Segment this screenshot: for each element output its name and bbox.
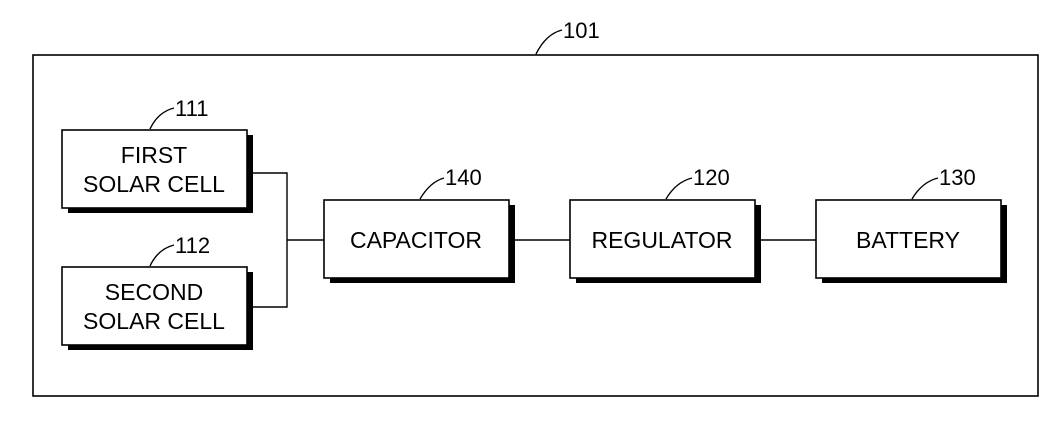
regulator-block: REGULATOR xyxy=(569,199,761,283)
first-solar-cell-ref-leader xyxy=(149,107,175,130)
battery-ref-leader xyxy=(911,177,939,200)
container-ref-leader xyxy=(535,29,563,55)
system-container-box xyxy=(32,54,1039,397)
solar-cells-connector xyxy=(247,172,324,308)
container-ref-101: 101 xyxy=(563,18,600,43)
battery-label: BATTERY xyxy=(856,227,960,253)
capacitor-box xyxy=(323,199,510,279)
first-solar-cell-label-line1: FIRST xyxy=(121,142,187,168)
second-solar-cell-ref-112: 112 xyxy=(175,233,210,258)
first-solar-cell-ref-111: 111 xyxy=(175,96,208,121)
battery-box xyxy=(815,199,1002,279)
battery-ref-130: 130 xyxy=(939,165,976,190)
second-solar-cell-block: SECOND SOLAR CELL xyxy=(61,266,253,350)
second-solar-cell-label-line2: SOLAR CELL xyxy=(83,308,225,334)
regulator-box xyxy=(569,199,756,279)
regulator-label: REGULATOR xyxy=(591,227,732,253)
capacitor-ref-140: 140 xyxy=(445,165,482,190)
battery-block: BATTERY xyxy=(815,199,1007,283)
first-solar-cell-box xyxy=(61,129,248,209)
capacitor-ref-leader xyxy=(419,177,445,200)
regulator-ref-120: 120 xyxy=(693,165,730,190)
regulator-ref-leader xyxy=(665,177,693,200)
second-solar-cell-label-line1: SECOND xyxy=(105,279,203,305)
capacitor-block: CAPACITOR xyxy=(323,199,515,283)
first-solar-cell-label-line2: SOLAR CELL xyxy=(83,171,225,197)
second-solar-cell-box xyxy=(61,266,248,346)
capacitor-label: CAPACITOR xyxy=(350,227,482,253)
second-solar-cell-ref-leader xyxy=(149,244,175,267)
first-solar-cell-block: FIRST SOLAR CELL xyxy=(61,129,253,213)
